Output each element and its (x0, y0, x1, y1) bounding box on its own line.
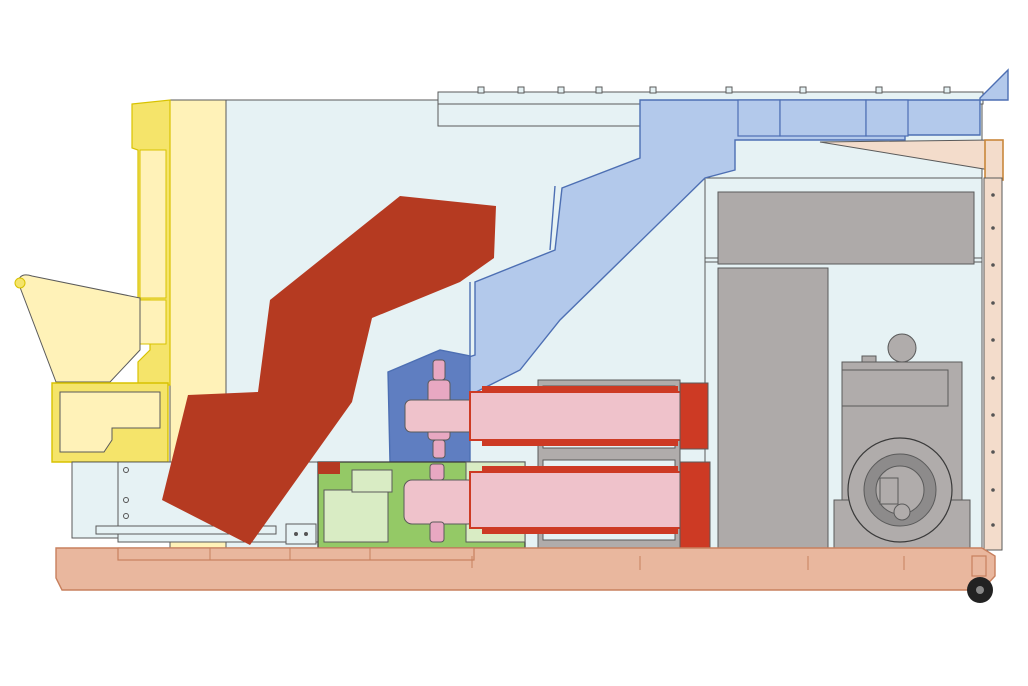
material-shape (162, 196, 496, 545)
electric-motor (833, 333, 971, 557)
feed-channel (459, 68, 1009, 397)
rail-bolts (477, 86, 951, 94)
base-frame (55, 547, 996, 591)
electrical-cabinet (717, 191, 975, 557)
hydraulic-cylinder-lower (403, 461, 711, 549)
caster-wheel (967, 555, 993, 603)
strut-rivets (991, 193, 995, 527)
hydraulic-cylinder-upper (404, 359, 709, 459)
support-strut (819, 139, 1004, 551)
